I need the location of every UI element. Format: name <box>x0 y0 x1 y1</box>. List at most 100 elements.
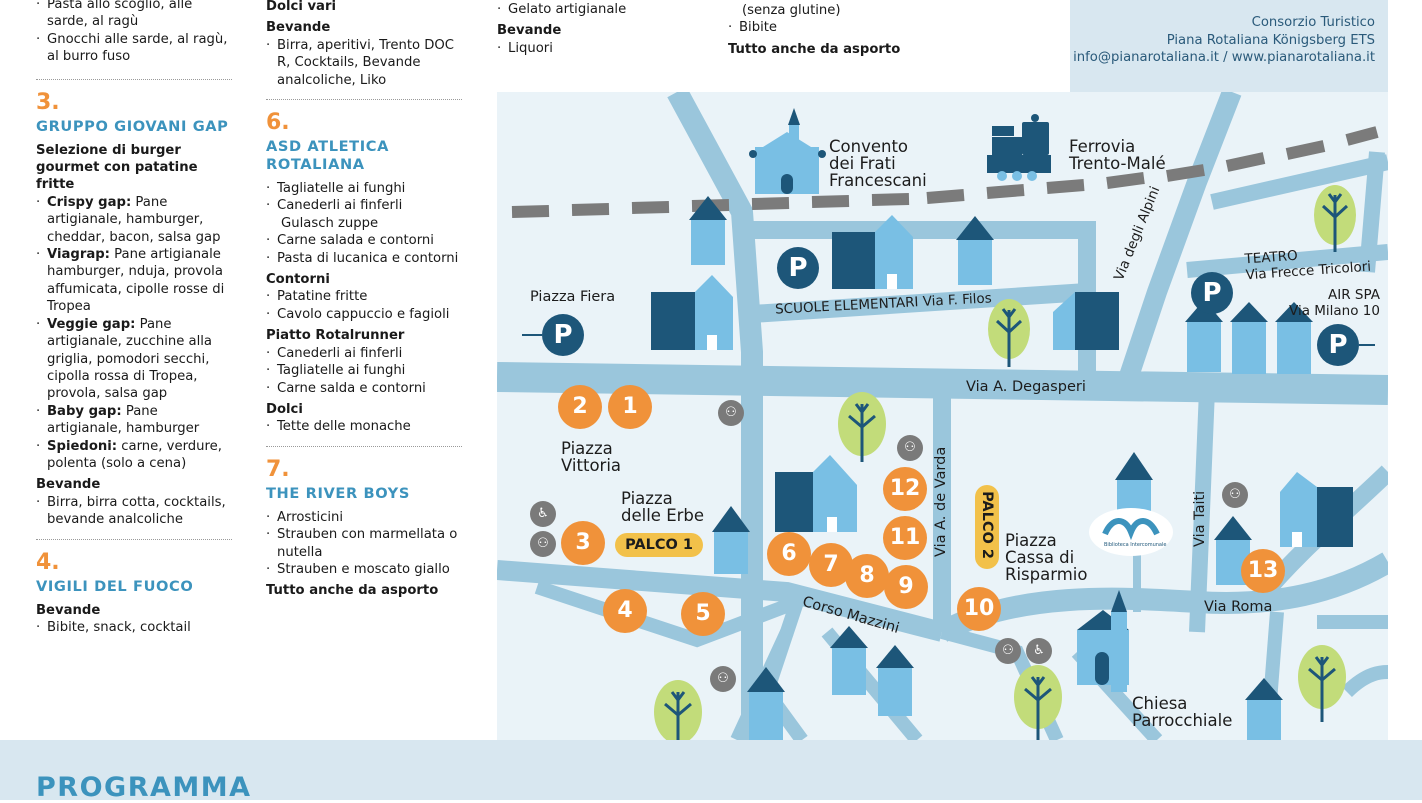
road <box>1186 244 1388 278</box>
stand-title: GRUPPO GIOVANI GAP <box>36 117 229 135</box>
menu-section-heading: Dolci <box>266 401 303 417</box>
stand-number: 6. <box>266 110 290 136</box>
house-icon <box>689 196 727 265</box>
menu-item: Birra, aperitivi, Trento DOC R, Cocktail… <box>266 37 462 89</box>
contact-panel: Consorzio Turistico Piana Rotaliana Köni… <box>1070 0 1388 92</box>
label-via-degasperi: Via A. Degasperi <box>966 379 1086 395</box>
stand-pin-2[interactable]: 2 <box>558 385 602 429</box>
menu-item: Canederli ai finferli <box>266 345 462 363</box>
label-via-taiti: Via Taiti <box>1192 490 1208 547</box>
menu-item: Viagrap: Pane artigianale hamburger, ndu… <box>36 246 232 316</box>
stand-pin-4[interactable]: 4 <box>603 589 647 633</box>
label-via-roma: Via Roma <box>1204 599 1273 615</box>
railway-line <box>511 126 1379 218</box>
restroom-icon: ⚇ <box>897 435 923 461</box>
menu-section-heading: Bevande <box>36 602 101 618</box>
restroom-icon: ⚇ <box>718 400 744 426</box>
stand-pin-9[interactable]: 9 <box>884 565 928 609</box>
stand-pin-8[interactable]: 8 <box>845 554 889 598</box>
menu-footer-note: Tutto anche da asporto <box>266 583 439 599</box>
menu-column-2: Dolci vari Bevande Birra, aperitivi, Tre… <box>266 0 462 600</box>
restroom-icon: ⚇ <box>530 531 556 557</box>
menu-section-heading: Bevande <box>36 477 101 493</box>
large-house-icon <box>1053 292 1119 350</box>
menu-footer-note: Tutto anche da asporto <box>728 41 901 57</box>
wheelchair-icon: ♿ <box>530 501 556 527</box>
stand-pin-10[interactable]: 10 <box>957 587 1001 631</box>
menu-item: Pasta allo scoglio, alle sarde, al ragù <box>36 0 232 31</box>
stand-pin-11[interactable]: 11 <box>883 516 927 560</box>
menu-column-4: (senza glutine) Bibite Tutto anche da as… <box>728 0 948 58</box>
menu-item: Gnocchi alle sarde, al ragù, al burro fu… <box>36 31 232 66</box>
road <box>497 362 1388 405</box>
restroom-icon: ⚇ <box>995 638 1021 664</box>
menu-item: Strauben con marmellata o nutella <box>266 526 462 561</box>
restroom-icon: ⚇ <box>710 666 736 692</box>
stand-number: 3. <box>36 89 60 115</box>
stand-pin-12[interactable]: 12 <box>883 467 927 511</box>
house-icon <box>712 506 750 574</box>
train-icon <box>987 114 1051 181</box>
road <box>1117 92 1242 386</box>
road <box>1359 151 1385 273</box>
house-icon <box>876 645 914 716</box>
parking-icon[interactable]: P <box>1191 272 1233 314</box>
tree-icon <box>1014 665 1062 740</box>
organization-name-2: Piana Rotaliana Königsberg ETS <box>1166 32 1375 48</box>
stand-pin-6[interactable]: 6 <box>767 532 811 576</box>
stage-palco-2[interactable]: PALCO 2 <box>975 485 999 569</box>
menu-section-heading: Piatto Rotalrunner <box>266 328 405 344</box>
label-via-de-varda: Via A. de Varda <box>933 446 949 557</box>
tree-icon <box>988 299 1030 367</box>
road <box>936 552 1388 642</box>
menu-item: Pasta di lucanica e contorni <box>266 250 462 268</box>
tree-icon <box>1298 645 1346 722</box>
parking-icon[interactable]: P <box>542 314 584 356</box>
house-icon <box>747 667 785 740</box>
menu-item: Tagliatelle ai funghi <box>266 180 462 198</box>
menu-item: Patatine fritte <box>266 288 462 306</box>
restroom-icon: ⚇ <box>1222 482 1248 508</box>
menu-item: Gulasch zuppe <box>281 215 379 231</box>
parking-icon[interactable]: P <box>1317 324 1359 366</box>
menu-item: Gelato artigianale <box>497 1 717 19</box>
menu-item: Bibite, snack, cocktail <box>36 619 232 637</box>
stand-title: THE RIVER BOYS <box>266 484 410 502</box>
stage-palco-1[interactable]: PALCO 1 <box>615 533 703 557</box>
stand-pin-5[interactable]: 5 <box>681 592 725 636</box>
menu-column-1: Pasta allo scoglio, alle sarde, al ragù … <box>36 0 232 637</box>
biblioteca-logo <box>1089 508 1173 556</box>
organization-name: Consorzio Turistico <box>1251 15 1375 30</box>
label-biblioteca: Biblioteca Intercomunale <box>1104 542 1167 548</box>
chiesa-parrocchiale-icon <box>1077 590 1129 692</box>
contact-links[interactable]: info@pianarotaliana.it / www.pianarotali… <box>1073 50 1375 65</box>
stand-pin-1[interactable]: 1 <box>608 385 652 429</box>
menu-item: Tette delle monache <box>266 418 462 436</box>
menu-subtitle: Selezione di burger gourmet con patatine… <box>36 142 198 193</box>
parking-icon[interactable]: P <box>777 247 819 289</box>
menu-item: Cavolo cappuccio e fagioli <box>266 306 462 324</box>
divider <box>36 538 232 540</box>
menu-item: Carne salda e contorni <box>266 380 462 398</box>
stand-pin-13[interactable]: 13 <box>1241 549 1285 593</box>
road <box>667 92 763 740</box>
road <box>497 560 945 642</box>
arrow-left-icon <box>522 334 542 336</box>
menu-section-heading: Contorni <box>266 272 330 288</box>
stand-pin-3[interactable]: 3 <box>561 521 605 565</box>
program-banner: PROGRAMMA <box>0 740 1422 803</box>
map-roads-layer <box>497 92 1388 740</box>
menu-item: Arrosticini <box>266 509 462 527</box>
road <box>534 580 800 648</box>
stand-title: VIGILI DEL FUOCO <box>36 577 194 595</box>
house-icon <box>1230 302 1268 374</box>
large-house-icon <box>1280 472 1353 547</box>
menu-item: Canederli ai finferli <box>266 197 462 215</box>
